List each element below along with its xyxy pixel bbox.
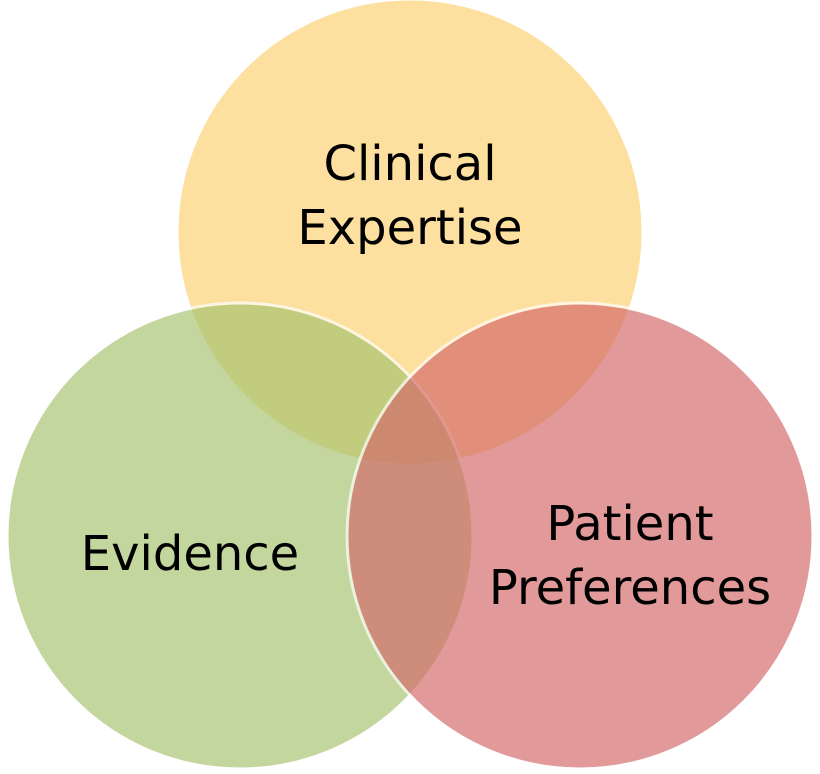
patient-preferences-circle [345, 301, 815, 771]
evidence-label: Evidence [81, 526, 299, 582]
clinical-expertise-label-line1: Clinical [323, 136, 496, 192]
clinical-expertise-label-line2: Expertise [297, 200, 522, 256]
patient-preferences-label-line1: Patient [546, 496, 713, 552]
patient-preferences-label-line2: Preferences [489, 560, 771, 616]
